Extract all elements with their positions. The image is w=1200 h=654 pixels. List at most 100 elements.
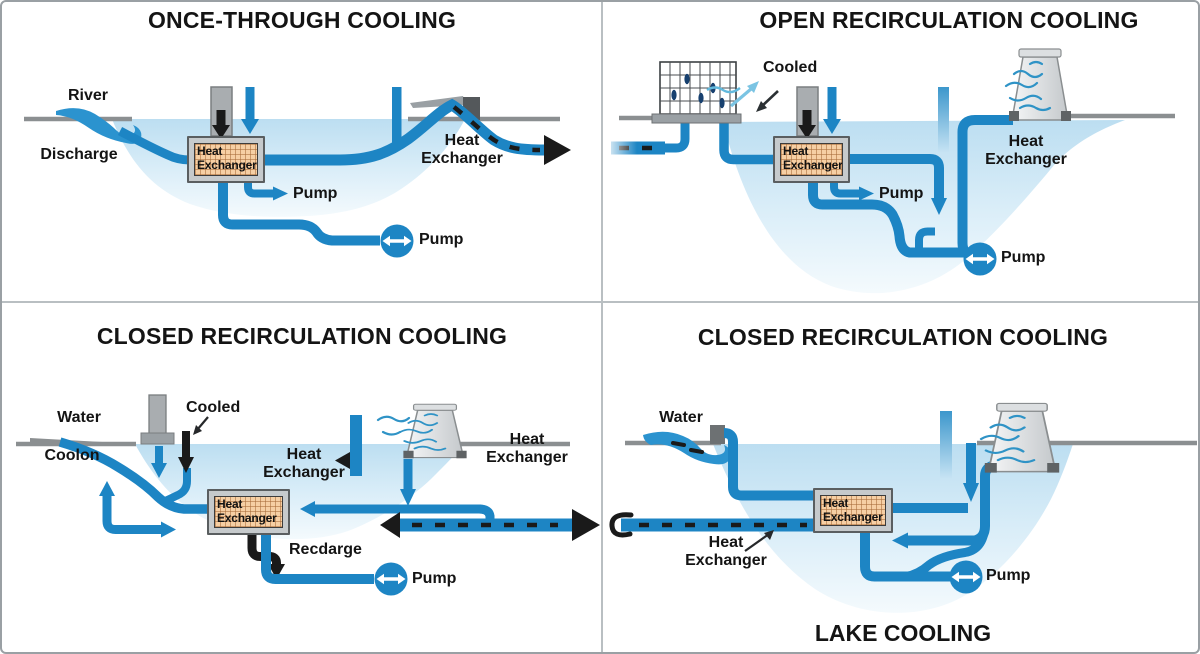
coolon-label: Coolon: [44, 447, 100, 464]
quadrant-divider-horizontal: [2, 301, 1198, 303]
intake-stub-pipe: [915, 227, 935, 252]
pump-branch-label: Pump: [879, 185, 924, 202]
quadrant-divider-vertical: [601, 2, 603, 652]
bank-wedge: [30, 438, 120, 445]
tower-down-arrowhead: [400, 489, 416, 506]
heat-exchanger-box-label: Heat Exchanger: [820, 495, 886, 526]
heat-exchanger-box-label: Heat Exchanger: [214, 496, 283, 528]
intake-down-arrowhead: [151, 463, 167, 478]
pump-branch-arrowhead: [859, 186, 874, 201]
discharge-dashes: [452, 105, 541, 153]
pump-branch-label: Pump: [293, 185, 338, 202]
panel-title: CLOSED RECIRCULATION COOLING: [697, 324, 1109, 350]
return-pipe-bend: [478, 504, 495, 523]
circulation-right-arrowhead: [161, 521, 176, 538]
circulation-up-arrowhead: [99, 481, 115, 496]
cooled-black-arrowhead: [178, 457, 194, 473]
pump-main-pipe: [218, 183, 380, 246]
pump-branch-arrowhead: [273, 186, 288, 201]
grid-left-pipe: [661, 123, 690, 153]
hot-inflow-arrowhead: [212, 125, 230, 139]
intake-pipe: [723, 428, 815, 501]
box-outlet-pipe: [848, 154, 944, 200]
cooled-arrow-down-head: [756, 101, 767, 112]
heat-exchanger-box: Heat Exchanger: [813, 488, 893, 533]
water-droplets: [671, 73, 725, 109]
pump-main-label: Pump: [986, 567, 1031, 584]
heat-exchanger-box: Heat Exchanger: [207, 489, 290, 535]
water-label: Water: [57, 409, 101, 426]
pump-icon: [961, 240, 999, 278]
pump-main-pipe: [808, 183, 965, 258]
hot-inflow-arrowhead: [798, 125, 816, 139]
hx-pointer-head: [764, 530, 774, 540]
water-inlet-pipe: [58, 437, 210, 514]
intake-structure: [148, 394, 167, 436]
intake-pipe: [117, 127, 191, 165]
cooled-label: Cooled: [186, 399, 241, 416]
cooling-grid-tower: [651, 61, 742, 124]
pump-branch-pipe: [244, 183, 273, 198]
cooling-tower-icon: [979, 402, 1061, 474]
heat-exchanger-box-label: Heat Exchanger: [780, 143, 843, 176]
heat-exchanger-box-label: Heat Exchanger: [194, 143, 258, 176]
pump-main-label: Pump: [1001, 249, 1046, 266]
blue-pillar: [392, 87, 402, 149]
cooling-tower-icon: [399, 403, 468, 460]
discharge-label: Discharge: [40, 146, 118, 163]
heat-exchanger-mid-label: Heat Exchanger: [263, 446, 345, 481]
discharge-hook: [609, 512, 634, 538]
discharge-pipe: [263, 98, 545, 166]
intake-structure-base: [140, 432, 175, 445]
heat-exchanger-box: Heat Exchanger: [773, 136, 850, 183]
heat-exchanger-right-label: Heat Exchanger: [486, 431, 568, 466]
cold-inflow-arrowhead: [823, 119, 841, 134]
water-inflow-dashes: [671, 441, 704, 454]
pump-branch-pipe: [830, 183, 859, 198]
blue-pillar: [940, 411, 952, 479]
cooled-label: Cooled: [763, 59, 818, 76]
heat-exchanger-right-label: Heat Exchanger: [985, 133, 1067, 168]
makeup-fade: [603, 138, 637, 159]
open-recirculation-drawing: [603, 47, 1175, 294]
mid-left-arrowhead: [335, 452, 350, 469]
blue-pillar: [938, 87, 949, 153]
cooled-pointer-head: [193, 425, 202, 435]
tower-vapor-extra: [376, 415, 411, 436]
river-label: River: [67, 87, 109, 104]
panel-title: CLOSED RECIRCULATION COOLING: [96, 323, 508, 349]
surface-down-arrowhead: [963, 483, 979, 502]
cooled-return-stub: [161, 468, 191, 506]
panel-lake-cooling: CLOSED RECIRCULATION COOLING Water Heat …: [603, 303, 1198, 652]
pump-main-pipe: [261, 535, 374, 584]
pump-icon: [947, 558, 985, 596]
blowdown-right-arrowhead: [572, 509, 600, 541]
blowdown-left-arrowhead: [380, 512, 400, 538]
water-label: Water: [659, 409, 703, 426]
cooling-tower-icon: [1004, 47, 1073, 123]
return-arrowhead: [300, 501, 315, 517]
blue-pillar: [350, 415, 362, 476]
panel-title: ONCE-THROUGH COOLING: [147, 7, 457, 33]
discharge-arrowhead: [544, 135, 571, 165]
heat-exchanger-right-label: Heat Exchanger: [421, 132, 503, 167]
pump-icon: [372, 560, 410, 598]
panel-open-recirculation-cooling: OPEN RECIRCULATION COOLING Cooled Heat E…: [603, 2, 1198, 301]
cooled-arrow-up: [729, 87, 753, 108]
pump-main-label: Pump: [419, 231, 464, 248]
pump-main-label: Pump: [412, 570, 457, 587]
box-outlet-arrowhead: [931, 198, 947, 215]
grid-right-pipe: [719, 123, 775, 165]
recharge-arrowhead: [268, 564, 285, 579]
pump-icon: [378, 222, 416, 260]
intake-block: [710, 425, 725, 444]
water-inflow: [643, 431, 731, 465]
cooled-arrow-up-head: [747, 81, 759, 93]
panel-once-through-cooling: ONCE-THROUGH COOLING River Discharge Hea…: [2, 2, 601, 301]
hx-pointer-line: [744, 533, 770, 552]
panel-subtitle: LAKE COOLING: [814, 620, 992, 646]
recharge-label: Recdarge: [289, 541, 362, 558]
tower-return-arrowhead: [892, 532, 908, 549]
cold-inflow-arrowhead: [241, 119, 259, 134]
